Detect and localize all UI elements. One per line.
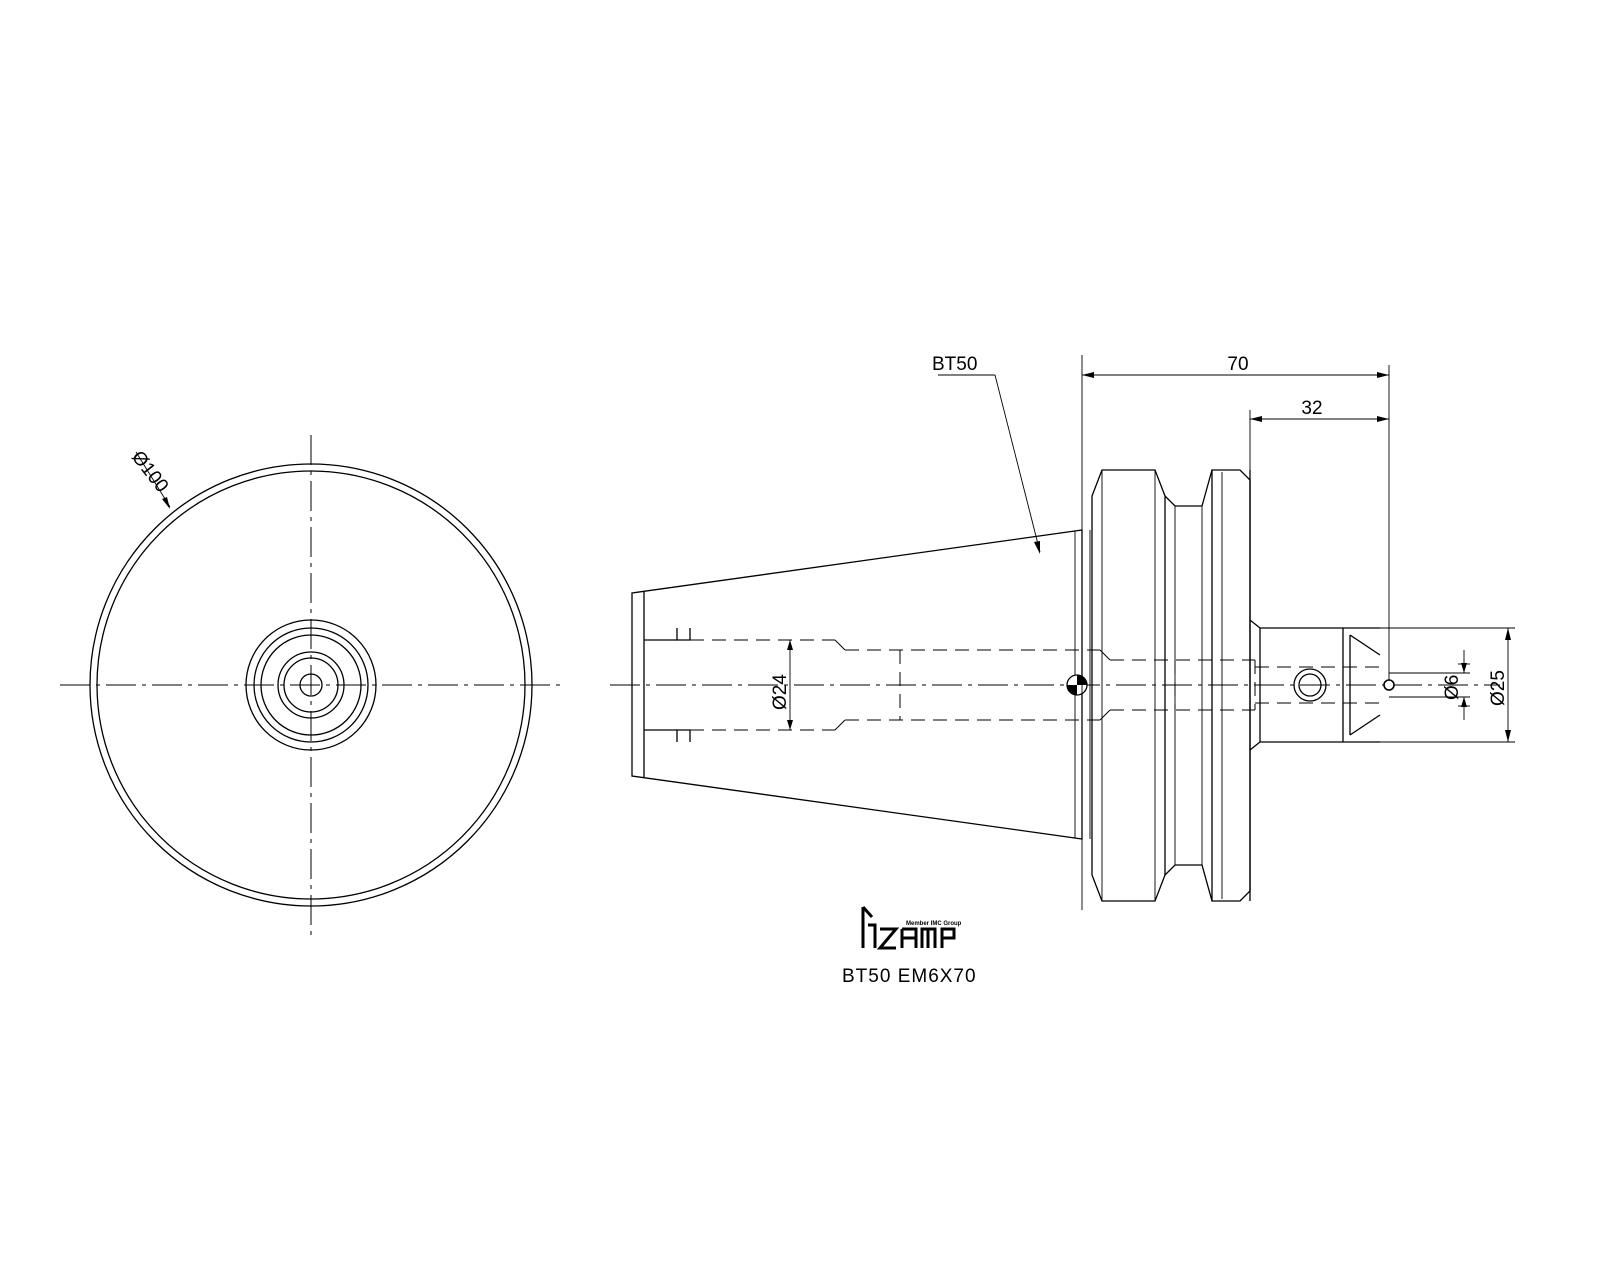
v-groove <box>1164 469 1213 902</box>
thread-groove-bottom <box>676 729 691 742</box>
dim-32-arrow-right <box>1377 416 1389 422</box>
side-view: Ø24 70 <box>610 354 1515 910</box>
tip-point <box>1383 679 1395 691</box>
drawing-caption: BT50 EM6X70 <box>842 966 977 987</box>
diameter-100-label: Ø100 <box>127 447 172 497</box>
flange-outer-circle <box>89 463 533 907</box>
dim-25-arrow-top <box>1505 628 1511 640</box>
shank-nose-cone <box>1349 634 1381 736</box>
dim-70-label: 70 <box>1227 354 1248 375</box>
dim-32-label: 32 <box>1301 398 1322 419</box>
dim-70-arrow-right <box>1377 372 1389 378</box>
bt50-leader-arrow <box>1034 541 1040 554</box>
dim-32-arrow-left <box>1250 416 1262 422</box>
diameter-100-arrow <box>162 497 170 509</box>
front-view: Ø100 <box>60 435 560 935</box>
diameter-24-arrow-top <box>787 640 793 650</box>
dim-6-label: Ø6 <box>1442 675 1463 700</box>
hub-circle-3 <box>260 634 362 736</box>
dim-6-arrow-top <box>1461 663 1467 673</box>
bt50-part-label: BT50 <box>932 354 977 375</box>
diameter-24-arrow-bottom <box>787 720 793 730</box>
hub-circle-5 <box>283 657 339 713</box>
dim-25-label: Ø25 <box>1488 670 1509 706</box>
dim-6-arrow-bottom <box>1461 697 1467 707</box>
dim-25-arrow-bottom <box>1505 730 1511 742</box>
set-screw-hole-inner <box>1298 673 1322 697</box>
shank-front <box>1342 627 1380 743</box>
flange-inner-circle <box>96 470 526 900</box>
thread-groove-top <box>676 628 691 641</box>
bt50-leader-diagonal <box>994 374 1041 553</box>
hub-circle-2 <box>253 627 369 743</box>
bore-circle <box>299 673 323 697</box>
logo-tagline: Member IMC Group <box>906 921 962 927</box>
diameter-100-leader <box>135 451 171 508</box>
set-screw-hole-outer <box>1293 668 1327 702</box>
dim-70-arrow-left <box>1082 372 1094 378</box>
gauge-point-symbol <box>1066 674 1088 696</box>
hub-circle-4 <box>277 651 345 719</box>
iscar-logo: Member IMC Group <box>861 905 962 950</box>
diameter-24-label: Ø24 <box>770 674 791 710</box>
hub-circle-1 <box>245 619 377 751</box>
